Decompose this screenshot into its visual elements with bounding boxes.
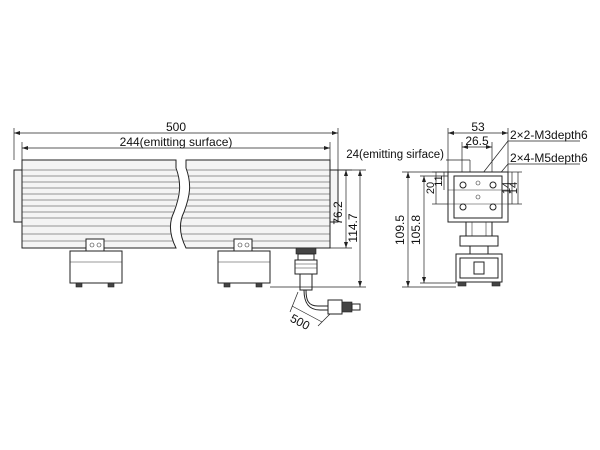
emitting-length-label: 244(emitting surface) (120, 135, 233, 149)
dimension-side-width: 53 (447, 120, 509, 172)
cable-connector (294, 247, 361, 315)
dimension-height-outer: 114.7 (270, 169, 366, 288)
hole-note-1-label: 2×2-M3depth6 (510, 128, 588, 142)
cooling-fins (22, 169, 330, 242)
cable-length-label: 500 (288, 311, 313, 333)
side-small-3-label: 14 (501, 182, 513, 194)
side-profile (447, 171, 509, 287)
dimension-side-height-2: 105.8 (409, 175, 456, 284)
dimension-emitting-length: 244(emitting surface) (21, 135, 331, 165)
mounting-bracket-left (69, 238, 123, 288)
dimension-cable-length: 500 (288, 291, 331, 333)
side-height-1-label: 109.5 (393, 215, 407, 245)
side-emitting-label: 24(emitting sirface) (346, 149, 444, 161)
side-small-1-label: 20 (425, 182, 437, 194)
side-width-label: 53 (471, 120, 485, 134)
side-inner-width-label: 26.5 (465, 134, 489, 148)
front-view: 500 244(emitting surface) (13, 120, 366, 333)
dimension-side-inner-width: 26.5 (461, 134, 493, 172)
side-height-2-label: 105.8 (409, 215, 423, 245)
dimension-side-height-1: 109.5 (393, 171, 456, 288)
overall-length-label: 500 (166, 120, 186, 134)
side-small-4-label: 14 (508, 182, 520, 194)
side-view: 53 26.5 24(emitting sirface) 2×2-M3depth… (346, 120, 588, 288)
height-inner-label: 76.2 (331, 201, 345, 225)
dimension-overall-length: 500 (13, 120, 339, 170)
dimension-side-small-right: 14 14 (501, 171, 522, 205)
mounting-bracket-right (217, 238, 271, 288)
hole-note-2-label: 2×4-M5depth6 (510, 151, 588, 165)
dimension-height-inner: 76.2 (322, 169, 352, 249)
dimension-side-small-left: 20 11 (425, 171, 448, 205)
dimension-side-emitting: 24(emitting sirface) (346, 149, 471, 172)
side-small-2-label: 11 (433, 175, 445, 186)
light-bar-body (13, 159, 339, 249)
height-outer-label: 114.7 (346, 213, 360, 242)
